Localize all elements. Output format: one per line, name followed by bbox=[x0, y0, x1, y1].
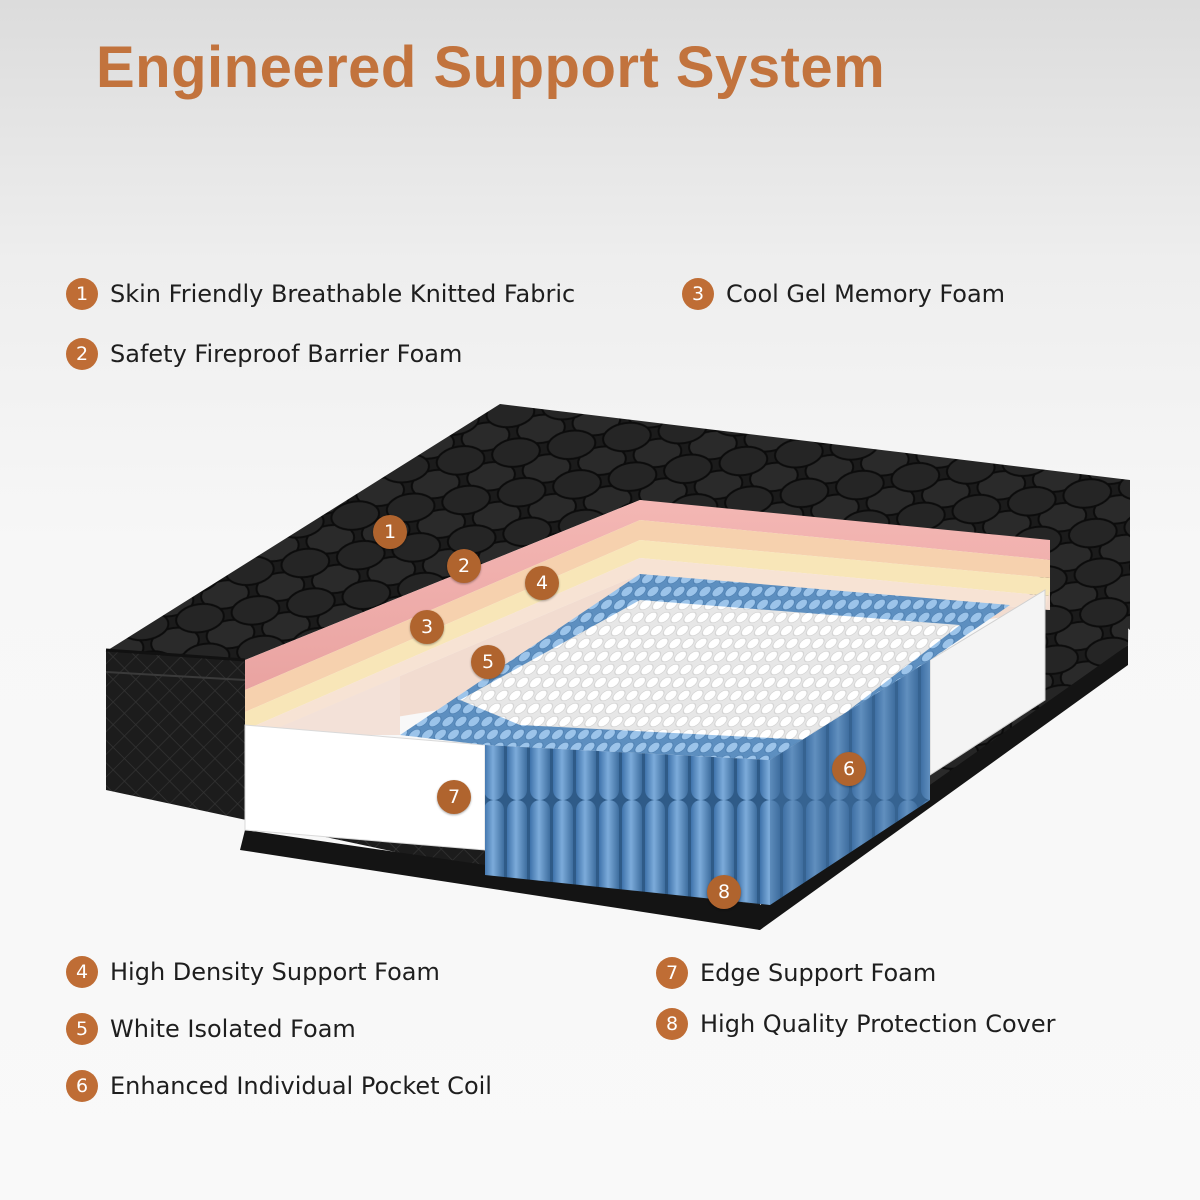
legend-label: White Isolated Foam bbox=[110, 1015, 356, 1043]
number-badge: 6 bbox=[66, 1070, 98, 1102]
number-badge: 2 bbox=[66, 338, 98, 370]
number-badge: 1 bbox=[66, 278, 98, 310]
legend-label: High Density Support Foam bbox=[110, 958, 440, 986]
page-title: Engineered Support System bbox=[96, 35, 886, 100]
callout-2: 2 bbox=[447, 549, 481, 583]
legend-label: Edge Support Foam bbox=[700, 959, 937, 987]
number-badge: 4 bbox=[66, 956, 98, 988]
legend-item-6: 6 Enhanced Individual Pocket Coil bbox=[66, 1070, 492, 1102]
legend-item-8: 8 High Quality Protection Cover bbox=[656, 1008, 1056, 1040]
callout-6: 6 bbox=[832, 752, 866, 786]
callout-1: 1 bbox=[373, 515, 407, 549]
number-badge: 5 bbox=[66, 1013, 98, 1045]
legend-label: High Quality Protection Cover bbox=[700, 1010, 1056, 1038]
callout-3: 3 bbox=[410, 610, 444, 644]
callout-5: 5 bbox=[471, 645, 505, 679]
legend-label: Safety Fireproof Barrier Foam bbox=[110, 340, 463, 368]
legend-label: Enhanced Individual Pocket Coil bbox=[110, 1072, 492, 1100]
number-badge: 7 bbox=[656, 957, 688, 989]
callout-4: 4 bbox=[525, 566, 559, 600]
callout-7: 7 bbox=[437, 780, 471, 814]
legend-item-4: 4 High Density Support Foam bbox=[66, 956, 440, 988]
legend-item-3: 3 Cool Gel Memory Foam bbox=[682, 278, 1005, 310]
legend-item-5: 5 White Isolated Foam bbox=[66, 1013, 356, 1045]
legend-item-7: 7 Edge Support Foam bbox=[656, 957, 936, 989]
legend-label: Skin Friendly Breathable Knitted Fabric bbox=[110, 280, 576, 308]
callout-8: 8 bbox=[707, 875, 741, 909]
number-badge: 8 bbox=[656, 1008, 688, 1040]
legend-item-2: 2 Safety Fireproof Barrier Foam bbox=[66, 338, 462, 370]
legend-item-1: 1 Skin Friendly Breathable Knitted Fabri… bbox=[66, 278, 575, 310]
legend-label: Cool Gel Memory Foam bbox=[726, 280, 1006, 308]
number-badge: 3 bbox=[682, 278, 714, 310]
